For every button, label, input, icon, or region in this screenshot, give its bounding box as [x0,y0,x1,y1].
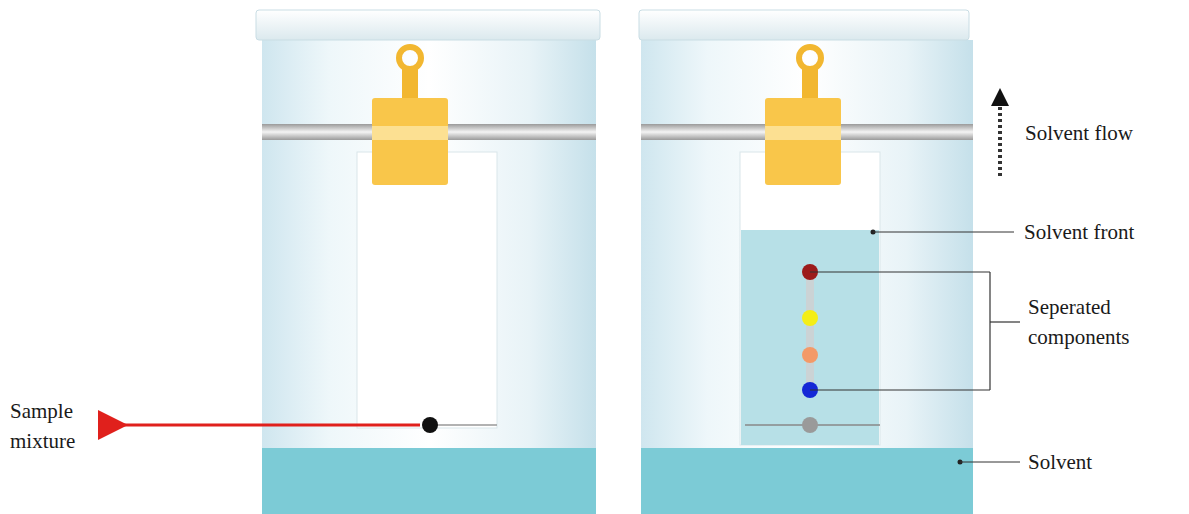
front-label: Solvent front [1024,217,1184,247]
components-label: Seperated components [1028,292,1168,352]
right-jar [639,10,973,514]
solvent-label: Solvent [1028,447,1178,477]
annotation-lines [810,88,1020,465]
sample-label: Sample mixture [10,396,110,456]
flow-label: Solvent flow [1025,118,1185,148]
left-jar [122,10,600,514]
